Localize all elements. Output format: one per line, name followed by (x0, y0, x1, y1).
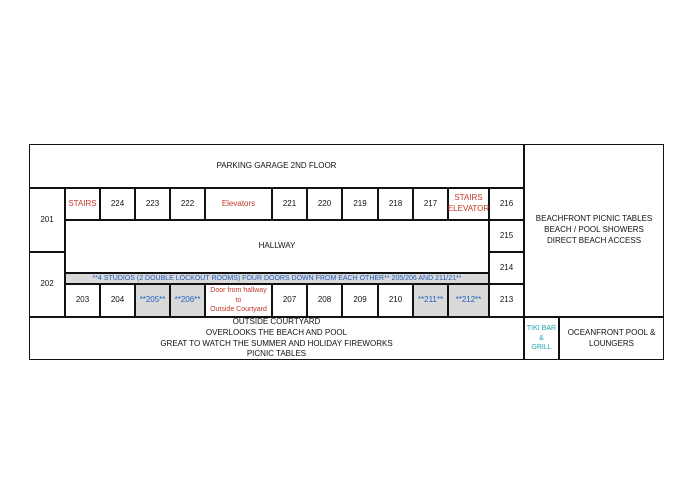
room-221: 221 (272, 188, 307, 220)
room-210: 210 (378, 284, 413, 317)
oceanfront-pool: OCEANFRONT POOL & LOUNGERS (559, 317, 664, 360)
hallway: HALLWAY (65, 220, 489, 273)
room-202: 202 (29, 252, 65, 317)
room-209: 209 (342, 284, 378, 317)
room-213: 213 (489, 284, 524, 317)
outside-courtyard: OUTSIDE COURTYARD OVERLOOKS THE BEACH AN… (29, 317, 524, 360)
studios-note: **4 STUDIOS (2 DOUBLE LOCKOUT ROOMS) FOU… (65, 273, 489, 284)
room-222: 222 (170, 188, 205, 220)
room-212: **212** (448, 284, 489, 317)
room-224: 224 (100, 188, 135, 220)
beachfront-label: BEACHFRONT PICNIC TABLES BEACH / POOL SH… (535, 214, 653, 245)
room-201: 201 (29, 188, 65, 252)
room-208: 208 (307, 284, 342, 317)
room-211: **211** (413, 284, 448, 317)
oceanfront-pool-label: OCEANFRONT POOL & LOUNGERS (567, 327, 656, 348)
room-216: 216 (489, 188, 524, 220)
parking-garage-area: PARKING GARAGE 2ND FLOOR (29, 144, 524, 188)
stairs-elevator: STAIRS ELEVATOR (448, 188, 489, 220)
tiki-bar-grill: TIKI BAR & GRILL (524, 317, 559, 360)
room-219: 219 (342, 188, 378, 220)
elevators: Elevators (205, 188, 272, 220)
parking-garage-label: PARKING GARAGE 2ND FLOOR (216, 160, 337, 170)
room-214: 214 (489, 252, 524, 284)
tiki-bar-label: TIKI BAR & GRILL (526, 325, 557, 352)
room-204: 204 (100, 284, 135, 317)
studios-note-text: **4 STUDIOS (2 DOUBLE LOCKOUT ROOMS) FOU… (92, 274, 462, 282)
room-203: 203 (65, 284, 100, 317)
room-218: 218 (378, 188, 413, 220)
room-217: 217 (413, 188, 448, 220)
room-220: 220 (307, 188, 342, 220)
hallway-label: HALLWAY (258, 241, 296, 251)
courtyard-label: OUTSIDE COURTYARD OVERLOOKS THE BEACH AN… (160, 316, 393, 359)
room-215: 215 (489, 220, 524, 252)
beachfront-area: BEACHFRONT PICNIC TABLES BEACH / POOL SH… (524, 144, 664, 317)
stairs-top-left: STAIRS (65, 188, 100, 220)
room-205: **205** (135, 284, 170, 317)
room-206: **206** (170, 284, 205, 317)
courtyard-door: Door from hallway to Outside Courtyard (205, 284, 272, 317)
room-207: 207 (272, 284, 307, 317)
room-223: 223 (135, 188, 170, 220)
